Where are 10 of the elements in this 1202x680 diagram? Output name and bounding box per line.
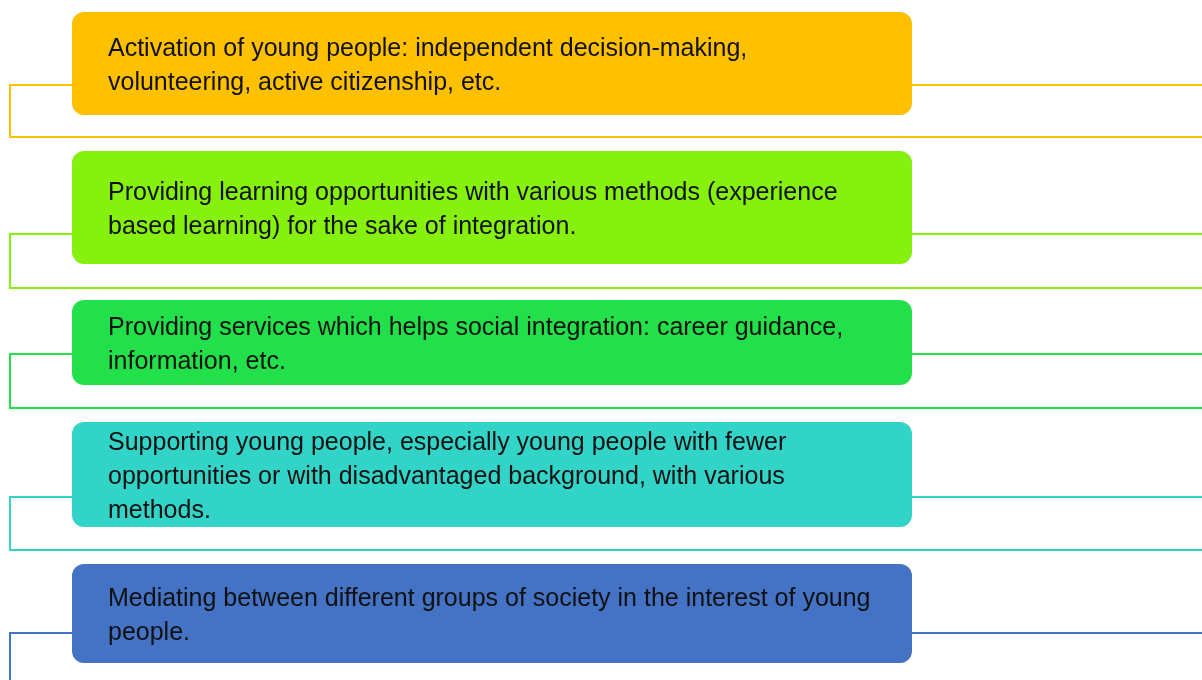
item-text: Activation of young people: independent decision-making, volunteering, active citizenship, etc. bbox=[108, 31, 749, 97]
item-text: Mediating between different groups of society in the interest of young people. bbox=[108, 581, 872, 647]
item-text: Providing services which helps social integration: career guidance, information, etc. bbox=[108, 310, 845, 376]
list-item-box bbox=[72, 300, 912, 385]
list-item-box bbox=[72, 12, 912, 115]
item-text: Supporting young people, especially young people with fewer opportunities or with disadvantaged background, with various methods. bbox=[108, 425, 788, 525]
list-item-box bbox=[72, 151, 912, 264]
item-text: Providing learning opportunities with various methods (experience based learning) for the sake of integration. bbox=[108, 175, 839, 241]
list-item-box bbox=[72, 422, 912, 527]
list-item-box bbox=[72, 564, 912, 663]
